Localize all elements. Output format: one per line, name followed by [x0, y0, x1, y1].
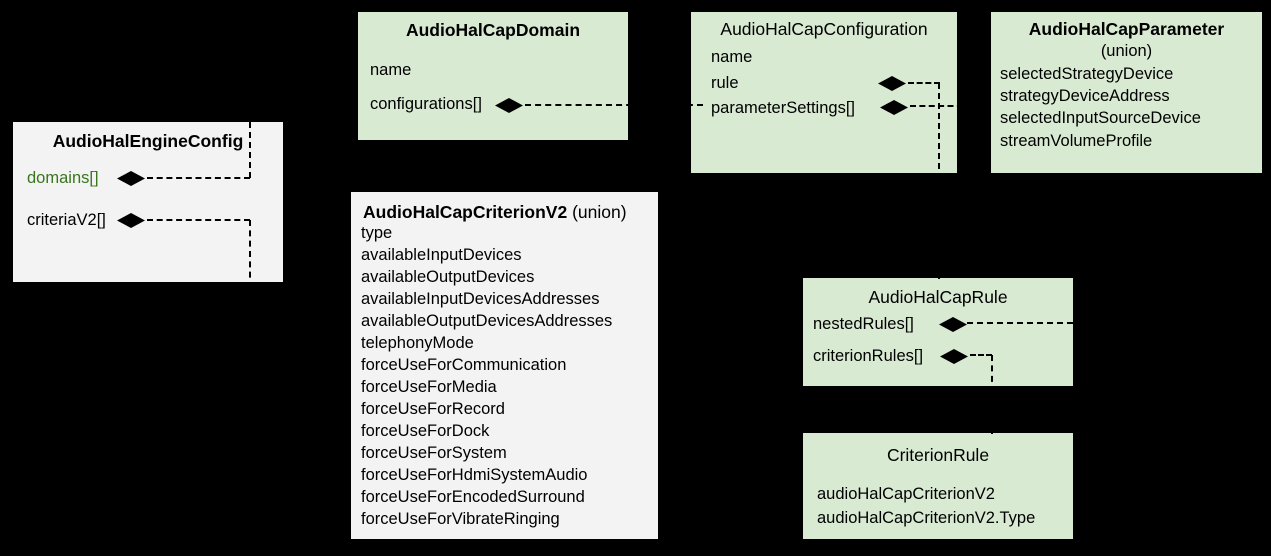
box-subtitle: (union): [1100, 42, 1153, 60]
field-stream-volume-profile: streamVolumeProfile: [1000, 132, 1153, 150]
field-force-use-for-communication: forceUseForCommunication: [361, 356, 567, 374]
field-nested-rules: nestedRules[]: [813, 315, 914, 333]
connector-parameter-settings-h: [910, 105, 991, 107]
connector-criteria-v2-v: [249, 220, 251, 288]
field-telephony-mode: telephonyMode: [361, 334, 474, 352]
field-force-use-for-record: forceUseForRecord: [361, 400, 505, 418]
field-name: name: [370, 61, 412, 79]
box-title-main: AudioHalCapCriterionV2: [363, 202, 568, 222]
field-force-use-for-vibrate-ringing: forceUseForVibrateRinging: [361, 510, 560, 528]
field-criteria-v2: criteriaV2[]: [27, 211, 106, 229]
composition-diamond-icon: [878, 76, 906, 91]
connector-domains-h: [147, 177, 250, 179]
field-selected-input-source-device: selectedInputSourceDevice: [1000, 109, 1201, 127]
box-title: CriterionRule: [886, 445, 990, 465]
composition-diamond-icon: [940, 349, 968, 364]
box-audio-hal-engine-config: AudioHalEngineConfig domains[] criteriaV…: [13, 122, 283, 282]
field-domains: domains[]: [27, 169, 99, 187]
composition-diamond-icon: [939, 317, 967, 332]
connector-nested-rules-h: [967, 322, 1073, 324]
connector-criterion-rules-v: [991, 355, 993, 434]
field-force-use-for-dock: forceUseForDock: [361, 422, 490, 440]
composition-diamond-icon: [880, 100, 908, 115]
field-type: type: [361, 224, 393, 242]
field-available-input-devices: availableInputDevices: [361, 246, 522, 264]
field-force-use-for-media: forceUseForMedia: [361, 378, 497, 396]
connector-configurations-h: [525, 104, 703, 106]
field-strategy-device-address: strategyDeviceAddress: [1000, 87, 1170, 105]
field-selected-strategy-device: selectedStrategyDevice: [1000, 65, 1174, 83]
composition-diamond-icon: [117, 213, 145, 228]
field-rule: rule: [711, 74, 739, 92]
composition-diamond-icon: [495, 98, 523, 113]
box-audio-hal-cap-configuration: AudioHalCapConfiguration name rule param…: [691, 12, 957, 173]
field-configurations: configurations[]: [370, 95, 482, 113]
box-audio-hal-cap-domain: AudioHalCapDomain name configurations[]: [358, 12, 628, 140]
field-force-use-for-hdmi-system-audio: forceUseForHdmiSystemAudio: [361, 466, 588, 484]
field-parameter-settings: parameterSettings[]: [711, 99, 855, 117]
box-title: AudioHalEngineConfig: [52, 131, 244, 151]
box-title: AudioHalCapRule: [868, 287, 1008, 307]
field-available-output-devices: availableOutputDevices: [361, 268, 535, 286]
box-audio-hal-cap-rule: AudioHalCapRule nestedRules[] criterionR…: [803, 278, 1073, 386]
field-force-use-for-system: forceUseForSystem: [361, 444, 507, 462]
box-title: AudioHalCapConfiguration: [720, 19, 928, 39]
connector-rule-h: [908, 82, 940, 84]
field-audio-hal-cap-criterion-v2-type: audioHalCapCriterionV2.Type: [817, 509, 1036, 527]
field-audio-hal-cap-criterion-v2: audioHalCapCriterionV2: [817, 485, 995, 503]
box-audio-hal-cap-parameter: AudioHalCapParameter (union) selectedStr…: [991, 12, 1262, 173]
field-name: name: [711, 48, 753, 66]
box-title: AudioHalCapCriterionV2 (union): [351, 201, 658, 223]
box-title-suffix: (union): [567, 202, 627, 222]
field-force-use-for-encoded-surround: forceUseForEncodedSurround: [361, 488, 585, 506]
box-title: AudioHalCapParameter: [1028, 19, 1225, 39]
box-audio-hal-cap-criterion-v2: AudioHalCapCriterionV2 (union) type avai…: [351, 192, 658, 539]
field-criterion-rules: criterionRules[]: [813, 347, 924, 365]
connector-criteria-v2-h: [147, 219, 250, 221]
box-criterion-rule: CriterionRule audioHalCapCriterionV2 aud…: [803, 433, 1073, 539]
field-available-input-devices-addresses: availableInputDevicesAddresses: [361, 290, 600, 308]
field-available-output-devices-addresses: availableOutputDevicesAddresses: [361, 312, 613, 330]
connector-domains-v: [249, 122, 251, 178]
box-title: AudioHalCapDomain: [405, 20, 581, 40]
connector-rule-v: [938, 83, 940, 279]
connector-criterion-rules-h: [970, 354, 992, 356]
composition-diamond-icon: [117, 171, 145, 186]
